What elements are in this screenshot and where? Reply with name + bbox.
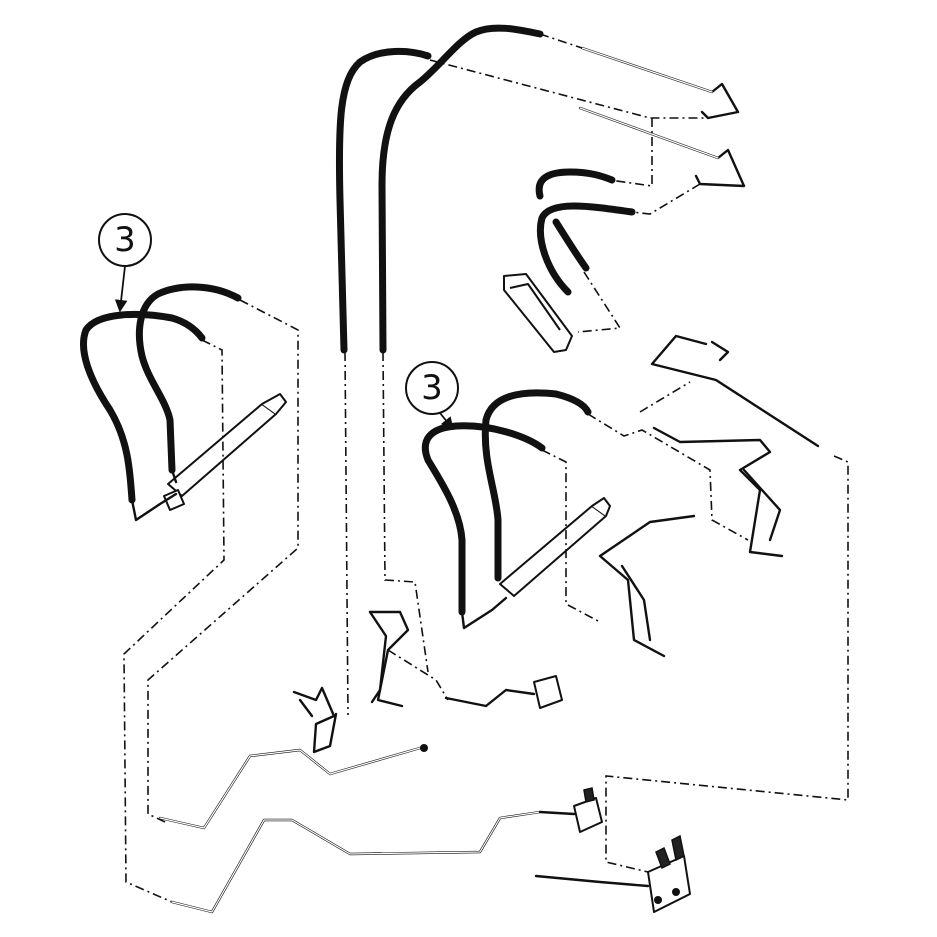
callout-label-left: 3 [114,220,136,260]
bracket-tube-lower-center [368,610,410,708]
main-control-valve [534,834,691,913]
steel-tube-right-1 [650,334,820,448]
short-hose-upper-1 [535,168,616,200]
left-hose-outer [80,310,206,504]
dash-line-right-2 [605,455,849,873]
long-hose-left [335,47,432,354]
dash-line-left-2 [123,339,225,903]
center-hose-outer [421,422,546,616]
dash-line-top-4 [631,183,701,215]
dash-line-lower-center [387,649,449,701]
dash-line-center-2 [587,413,749,541]
mounting-bracket-upper [503,273,573,353]
valve-block-small [444,675,563,709]
control-valve-top [538,787,603,833]
dash-line-long-left [344,351,349,716]
dash-line-top-1 [429,59,705,119]
left-hose-inner [135,283,242,474]
lower-steel-tube-2 [170,810,542,914]
center-cylinder [460,497,611,630]
short-hose-upper-2 [536,202,636,296]
upper-steel-tube-2 [578,106,746,188]
long-hose-right [378,24,544,354]
upper-steel-tube-1 [580,46,740,120]
steel-tube-center-right [598,514,696,658]
center-hose-inner [481,389,592,582]
dash-line-center-1 [541,449,601,623]
callout-3-center: 3 [405,361,459,430]
callout-label-center: 3 [421,368,443,408]
lower-steel-tube-1 [158,744,428,830]
dash-line-left-1 [147,299,299,823]
left-cylinder [130,393,287,522]
dash-line-upper-bracket [577,271,622,333]
dash-line-right-1 [639,381,691,413]
dash-line-long-right [382,351,429,673]
dash-line-top-3 [609,118,653,187]
bracket-tube-lower-left [292,686,338,754]
steel-tube-right-2 [652,426,784,558]
dash-line-top-2 [539,33,583,49]
callout-3-left: 3 [98,213,152,313]
